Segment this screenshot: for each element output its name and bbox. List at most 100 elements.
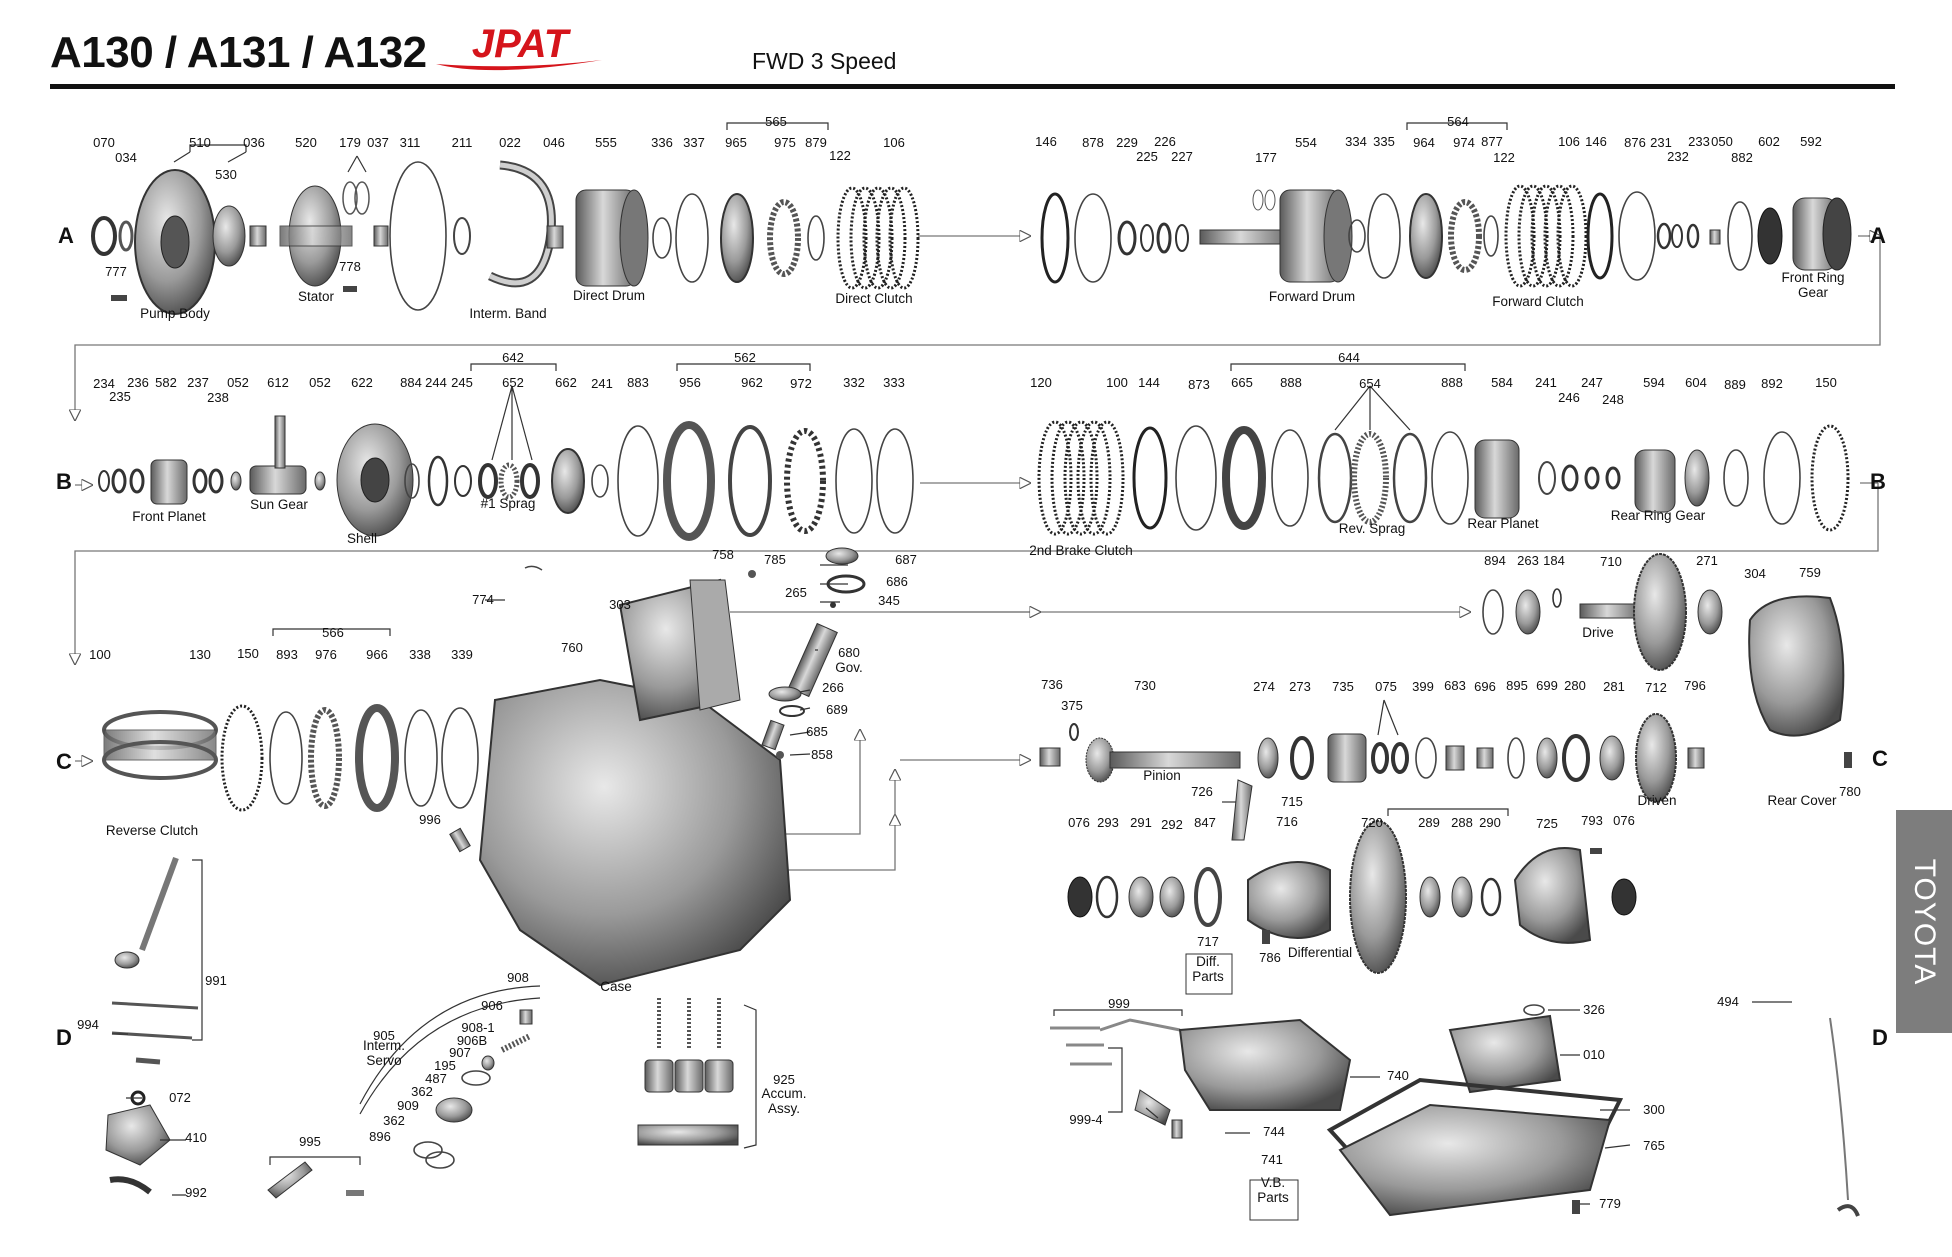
washer-227	[1175, 224, 1189, 252]
sprag-654c	[1392, 432, 1428, 524]
part-number-p244: 244	[425, 375, 447, 390]
label-differential: Differential	[1288, 945, 1352, 960]
part-number-p736: 736	[1041, 677, 1063, 692]
dipstick-handle	[1836, 1204, 1860, 1217]
driven-gear-712	[1635, 713, 1677, 803]
brake-band-100-body	[103, 729, 217, 761]
washer-235	[111, 468, 127, 494]
label-front-planet: Front Planet	[132, 509, 206, 524]
washer-225	[1140, 224, 1154, 252]
transaxle-case	[478, 678, 792, 987]
ring-241b	[1538, 461, 1556, 495]
pinion-shaft-730	[1109, 751, 1241, 769]
second-brake-clutch-pack	[1037, 420, 1125, 536]
ring-362a	[413, 1141, 443, 1159]
part-number-p494: 494	[1717, 994, 1739, 1009]
row-c-parts	[102, 547, 1852, 987]
plate-146a	[1040, 192, 1070, 284]
washer-907	[481, 1055, 495, 1071]
dipstick-494	[1829, 1017, 1849, 1201]
part-number-p602: 602	[1758, 134, 1780, 149]
part-number-p052b: 052	[309, 375, 331, 390]
part-number-p554: 554	[1295, 135, 1317, 150]
sprag-652c	[520, 463, 540, 499]
manual-shaft-991	[139, 856, 179, 952]
part-number-p760: 760	[561, 640, 583, 655]
accum-piston-c	[704, 1059, 734, 1093]
vb-parts-box	[1249, 1179, 1299, 1221]
label-driven: Driven	[1637, 793, 1676, 808]
part-number-p332: 332	[843, 375, 865, 390]
part-number-p730: 730	[1134, 678, 1156, 693]
part-number-p785: 785	[764, 552, 786, 567]
part-number-p964: 964	[1413, 135, 1435, 150]
part-number-p345: 345	[878, 593, 900, 608]
part-number-p992: 992	[185, 1185, 207, 1200]
ring-878	[1074, 193, 1112, 283]
label-forward-drum: Forward Drum	[1269, 289, 1355, 304]
accum-piston-a	[644, 1059, 674, 1093]
label-rev-sprag: Rev. Sprag	[1339, 521, 1406, 536]
plate-144	[1132, 426, 1168, 530]
part-number-p304: 304	[1744, 566, 1766, 581]
part-number-p179: 179	[339, 135, 361, 150]
bearing-699	[1536, 737, 1558, 779]
part-number-p758: 758	[712, 547, 734, 562]
callout-boxes	[1185, 953, 1299, 1221]
part-number-p777: 777	[105, 264, 127, 279]
part-number-p999: 999	[1108, 996, 1130, 1011]
washer-233	[1686, 223, 1700, 249]
part-number-p245: 245	[451, 375, 473, 390]
part-number-p716: 716	[1276, 814, 1298, 829]
ring-gear-720	[1349, 820, 1407, 974]
label-direct-clutch: Direct Clutch	[835, 291, 912, 306]
shim-290	[1480, 877, 1502, 917]
part-number-p333: 333	[883, 375, 905, 390]
part-number-p036: 036	[243, 135, 265, 150]
part-number-p241a: 241	[591, 376, 613, 391]
jpat-logo: JPAT	[430, 20, 610, 83]
race-288	[1451, 876, 1473, 918]
gasket-758	[689, 579, 741, 711]
brand-side-tab: TOYOTA	[1896, 810, 1952, 1033]
bracket-726	[1231, 779, 1253, 841]
part-number-p037: 037	[367, 135, 389, 150]
bearing-289	[1419, 876, 1441, 918]
part-number-p106a: 106	[883, 135, 905, 150]
ring-334	[1348, 219, 1366, 253]
part-number-p211: 211	[452, 135, 473, 150]
pump-gears-530	[212, 205, 246, 267]
part-number-p896: 896	[369, 1129, 391, 1144]
part-number-p715: 715	[1281, 794, 1303, 809]
washer-248	[1605, 466, 1621, 490]
part-number-p225: 225	[1136, 149, 1158, 164]
part-number-p530: 530	[215, 167, 237, 182]
gear-683	[1445, 745, 1465, 771]
part-number-p665: 665	[1231, 375, 1253, 390]
title-rule	[50, 84, 1895, 89]
part-number-p235: 235	[109, 389, 131, 404]
hub-662	[551, 448, 585, 514]
leader-lines	[112, 122, 1792, 1205]
part-number-p584: 584	[1491, 375, 1513, 390]
hub-602	[1757, 207, 1783, 265]
sleeve-735	[1327, 733, 1367, 783]
piston-964	[1409, 193, 1443, 279]
label-sun-gear: Sun Gear	[250, 497, 308, 512]
ring-882	[1727, 201, 1753, 271]
part-number-p909: 909	[397, 1098, 419, 1113]
part-number-p232: 232	[1667, 149, 1689, 164]
part-number-p300: 300	[1643, 1102, 1665, 1117]
part-number-p241b: 241	[1535, 375, 1557, 390]
part-number-p106b: 106	[1558, 134, 1580, 149]
rear-ring-gear-part	[1634, 449, 1676, 513]
part-number-p233: 233	[1688, 134, 1710, 149]
part-number-p780: 780	[1839, 784, 1861, 799]
ring-362b	[425, 1151, 455, 1169]
piston-966	[355, 704, 399, 812]
row-letter-a-right: A	[1870, 223, 1886, 248]
part-number-p195: 195	[434, 1058, 456, 1073]
part-number-p291: 291	[1130, 815, 1152, 830]
part-number-p847: 847	[1194, 815, 1216, 830]
